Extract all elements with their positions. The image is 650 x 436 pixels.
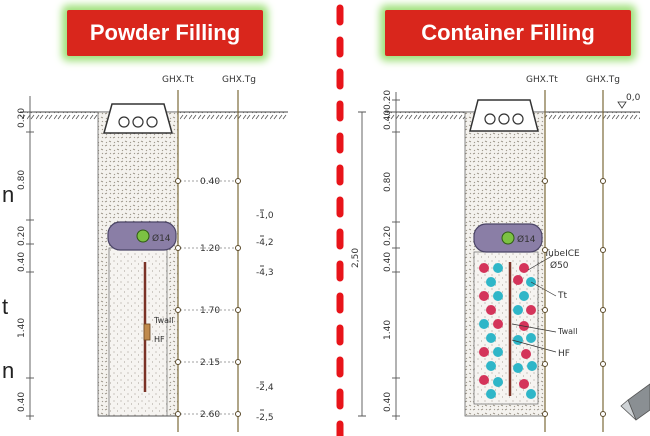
ring-diameter-label: Ø14 (152, 233, 171, 244)
probe-depth-markers (175, 178, 241, 417)
container-filling-banner: Container Filling (385, 10, 631, 56)
hf-label: HF (558, 349, 570, 359)
ground-surface-right (178, 112, 288, 120)
cap-pipe-icon (498, 113, 510, 125)
probe-depth-2: 1.20 (200, 244, 220, 254)
depth-axis-label-4: 0.40 (17, 252, 27, 272)
ghx-tt-label: GHX.Tt (162, 75, 194, 85)
probe-depth-5: 2.60 (200, 410, 220, 420)
ghx-tt-label: GHX.Tt (526, 75, 558, 85)
soil-level-4: -2,4 (256, 383, 274, 393)
probe-depth-4: 2.15 (200, 358, 220, 368)
wall-label: Twall (153, 316, 173, 325)
edge-letter-2: t (2, 294, 9, 319)
total-depth-label: 2,50 (351, 248, 361, 268)
powder-fill-zone (108, 247, 168, 417)
borehole-cap (103, 103, 173, 134)
cap-pipe-icon (484, 113, 496, 125)
ground-surface-left (20, 112, 125, 120)
probe-depth-markers (542, 178, 606, 417)
borehole-cap (469, 99, 539, 132)
cap-pipe-icon (132, 116, 144, 128)
ghx-tg-label: GHX.Tg (222, 75, 256, 85)
cap-pipe-icon (146, 116, 158, 128)
depth-axis-label-1: 0.20 (383, 90, 393, 110)
ghx-tg-label: GHX.Tg (586, 75, 620, 85)
edge-letter-3: n (2, 358, 15, 383)
hf-sensor (143, 323, 151, 341)
depth-axis-label-4: 0.20 (383, 226, 393, 246)
surface-level-icon (617, 101, 627, 109)
soil-level-5: -2,5 (256, 413, 274, 423)
ring-pipe-icon (501, 231, 515, 245)
edge-letter-1: n (2, 182, 15, 207)
depth-axis-label-5: 1.40 (17, 318, 27, 338)
tt-label: Tt (557, 291, 567, 301)
tube-size-label: Ø50 (550, 260, 569, 271)
powder-filling-banner: Powder Filling (67, 10, 263, 56)
hf-label: HF (154, 335, 165, 344)
ring-diameter-label: Ø14 (517, 234, 536, 245)
soil-level-2: -4,2 (256, 238, 274, 248)
depth-axis-label-2: 0.40 (383, 110, 393, 130)
powder-filling-diagram: Ø14 Twall HF GHX.Tt GHX.Tg 0.40 1.20 1.7… (17, 75, 288, 432)
depth-axis-label-3: 0.20 (17, 226, 27, 246)
depth-axis-label-2: 0.80 (17, 170, 27, 190)
ice-containers (479, 263, 537, 399)
tube-ice-label: TubeICE (543, 249, 580, 259)
depth-axis-label-6: 0.40 (17, 392, 27, 412)
ground-surface-right (545, 112, 640, 120)
soil-level-1: -1,0 (256, 211, 274, 221)
depth-axis-label-6: 1.40 (383, 320, 393, 340)
pen-icon (620, 383, 650, 421)
depth-axis-label-1: 0.20 (17, 108, 27, 128)
ring-pipe-icon (136, 229, 150, 243)
depth-axis-label-3: 0.80 (383, 172, 393, 192)
probe-depth-3: 1.70 (200, 306, 220, 316)
wall-label: Twall (557, 327, 577, 336)
soil-level-3: -4,3 (256, 268, 274, 278)
probe-depth-1: 0.40 (200, 177, 220, 187)
depth-axis-label-7: 0.40 (383, 392, 393, 412)
container-filling-diagram: Ø14 TubeICE Ø50 Tt Twall HF GHX.Tt (351, 75, 641, 432)
cap-pipe-icon (512, 113, 524, 125)
surface-level-label: 0,0 (626, 93, 641, 103)
cap-pipe-icon (118, 116, 130, 128)
depth-axis-label-5: 0.40 (383, 252, 393, 272)
ground-surface-left (385, 112, 475, 120)
